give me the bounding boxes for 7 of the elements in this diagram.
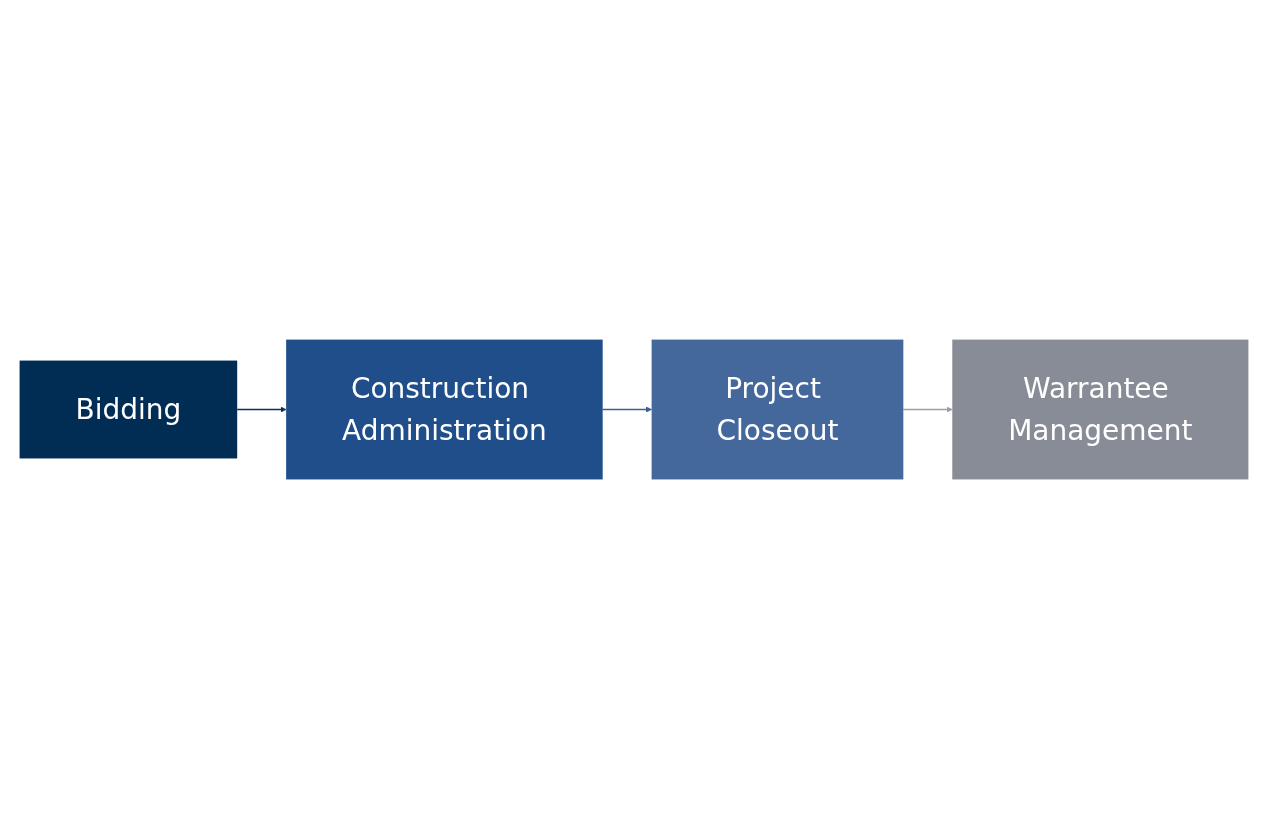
arrow <box>902 406 953 414</box>
node-box: Construction Administration <box>286 340 603 480</box>
node-box: Warrantee Management <box>952 340 1249 480</box>
node-box: Bidding <box>19 361 238 459</box>
arrow <box>236 406 287 414</box>
node-box: Project Closeout <box>651 340 904 480</box>
arrow <box>601 406 652 414</box>
